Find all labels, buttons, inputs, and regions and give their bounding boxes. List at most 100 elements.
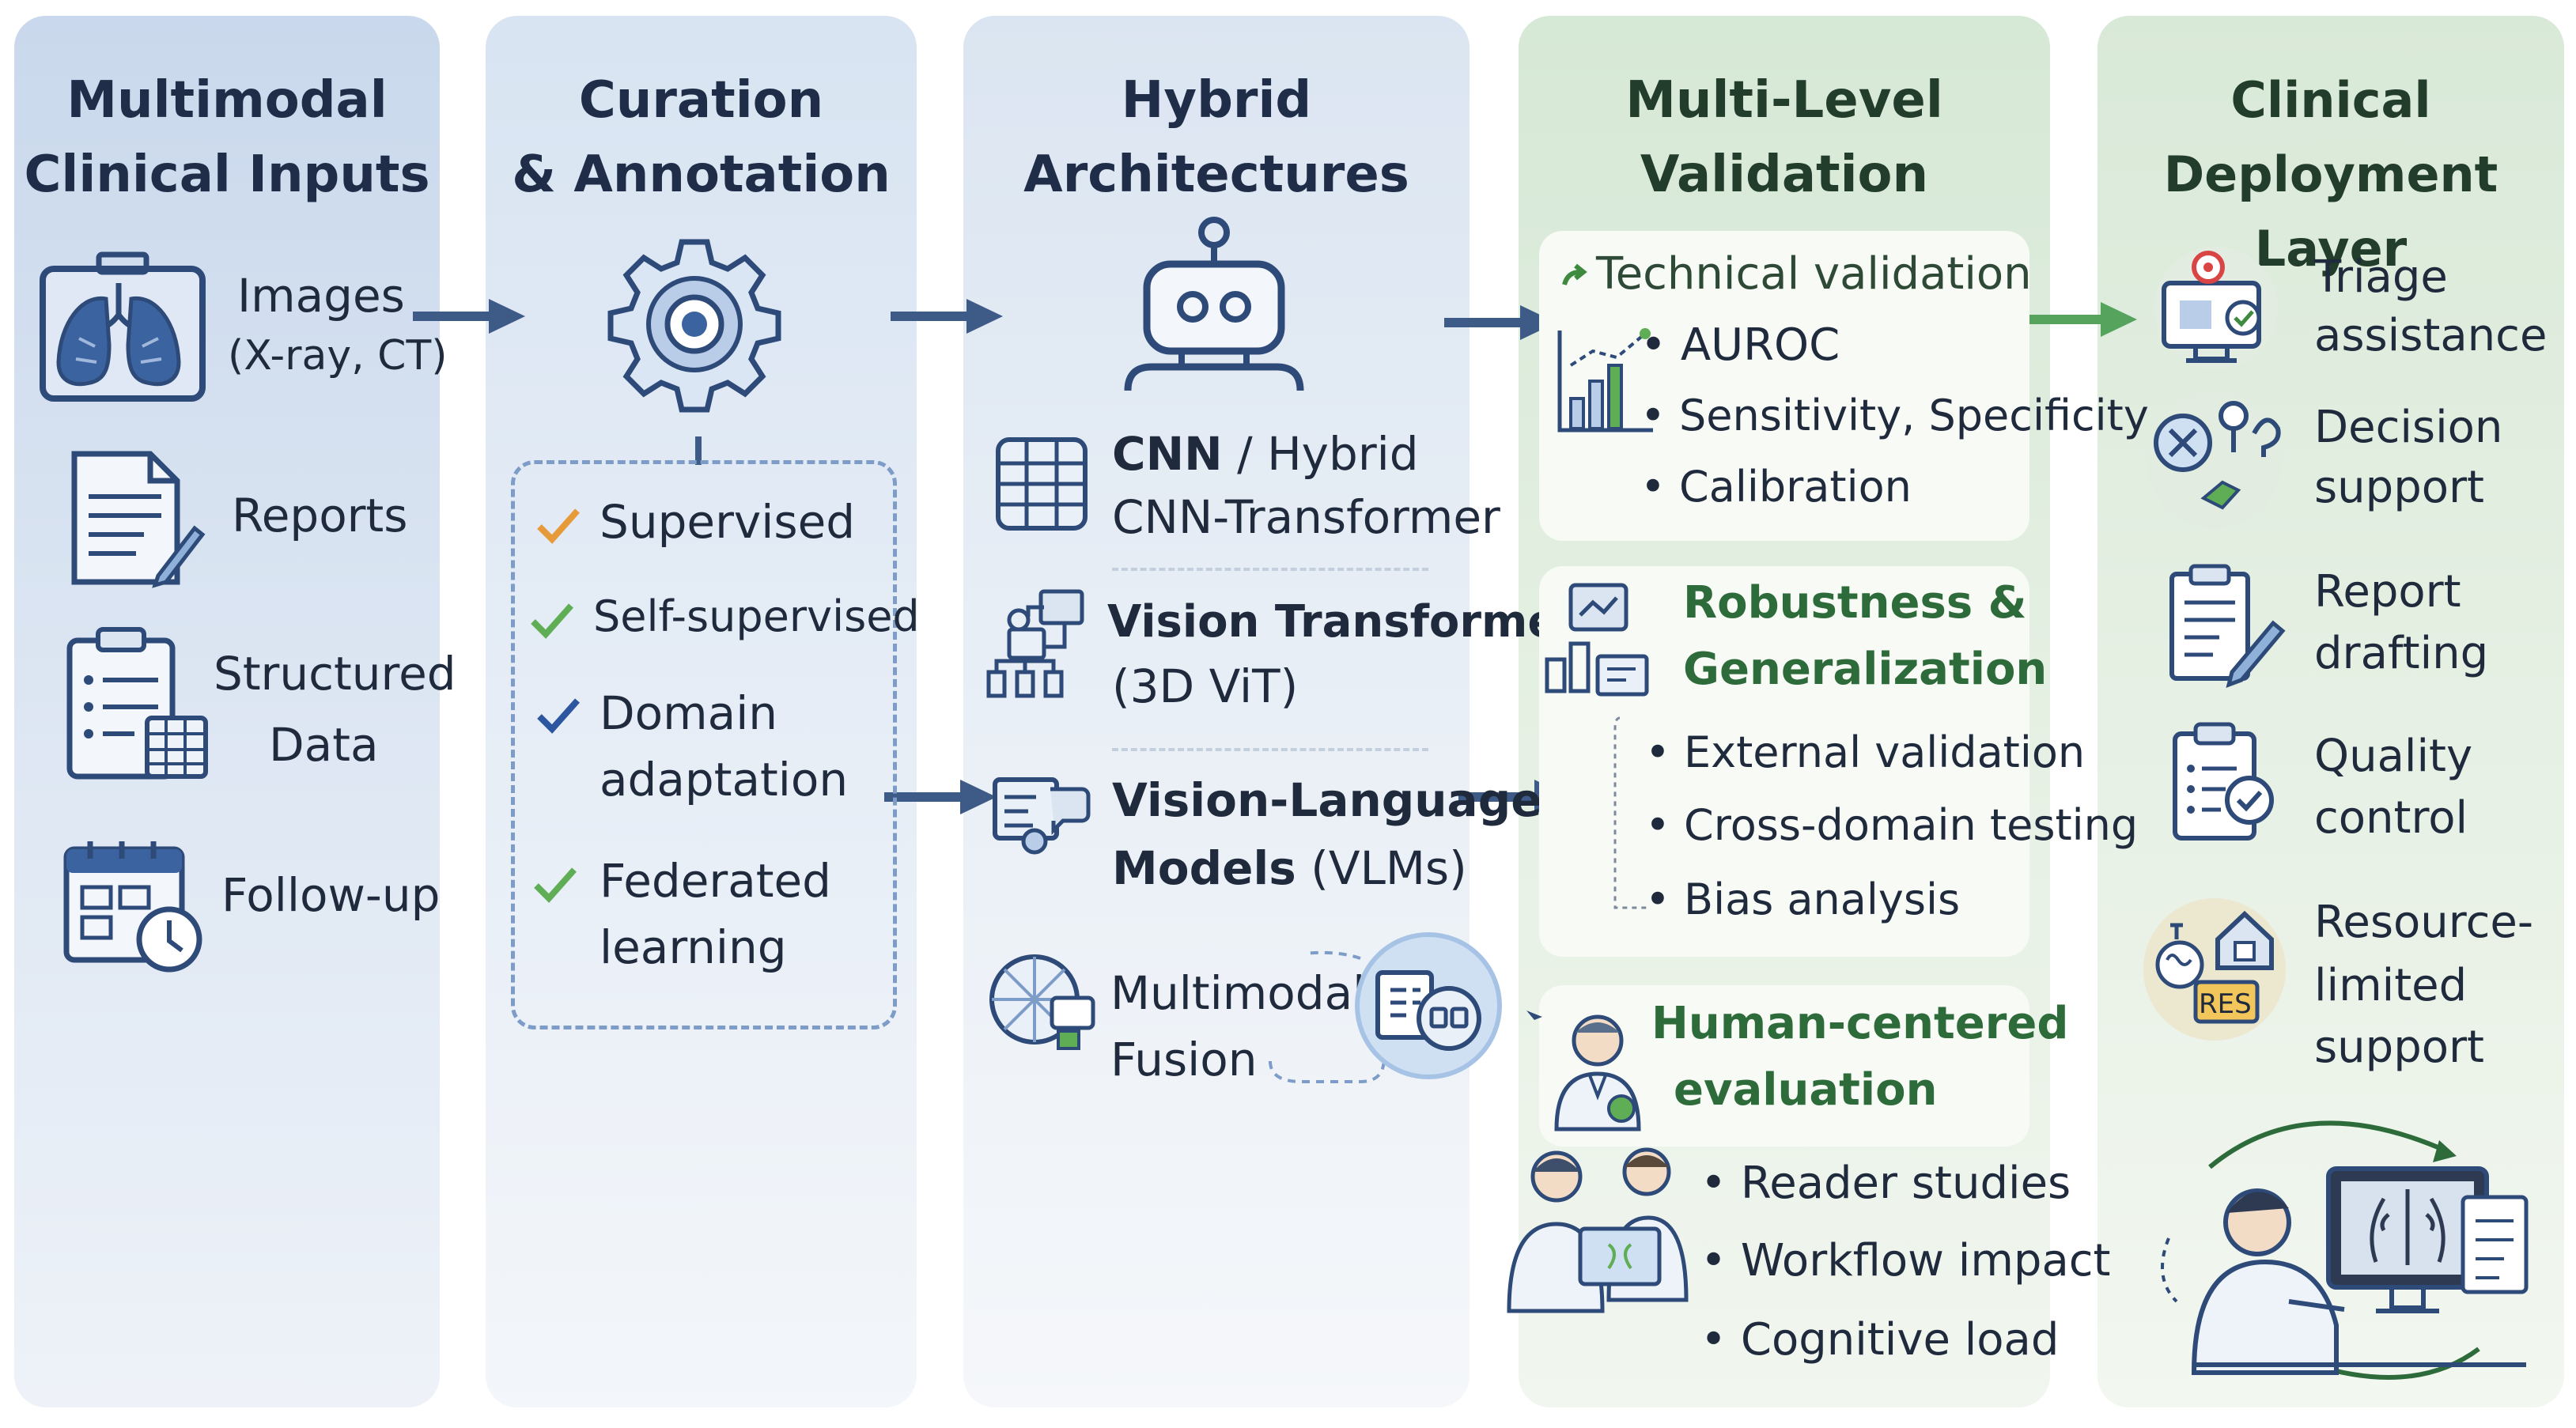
triage-monitor-icon [2154,247,2278,370]
arch-vit-line2: (3D ViT) [1112,659,1299,713]
bullet-text: Cross-domain testing [1684,800,2139,850]
arch-fusion-line1: Multimodal [1110,966,1366,1020]
deploy-report-2: drafting [2314,628,2489,679]
human-bullet-3: • Cognitive load [1700,1314,2060,1366]
method-supervised: Supervised [600,495,856,549]
column-architectures: Hybrid Architectures [963,16,1470,1407]
arrow-curation-to-architectures [891,299,1003,334]
multimodal-fusion-icon [989,954,1095,1050]
input-images-label: Images [237,269,405,323]
arch-vlm-bold: Models [1112,841,1296,895]
column-title-deployment: Clinical Deployment Layer [2097,63,2564,286]
radiologist-workstation-icon [2161,1120,2529,1380]
fusion-bubble-icon [1269,932,1502,1083]
calendar-clock-icon [63,841,202,973]
title-line: Multimodal [66,71,388,130]
clinician-icon [1554,1014,1641,1131]
input-images-sublabel: (X-ray, CT) [228,332,448,380]
column-title-architectures: Hybrid Architectures [963,63,1470,212]
check-icon-green [531,603,573,639]
human-centered-title-1: Human-centered [1651,998,2069,1049]
arch-fusion-line2: Fusion [1110,1033,1258,1086]
column-title-validation: Multi-Level Validation [1519,63,2050,212]
bullet-text: Reader studies [1740,1158,2071,1209]
vision-language-icon [993,777,1091,855]
input-reports-label: Reports [232,489,408,542]
cursor-icon [1526,1011,1542,1020]
title-line: Multi-Level [1625,71,1943,130]
arch-cnn-line2: CNN-Transformer [1112,490,1500,544]
method-domain-adaptation-1: Domain [600,686,778,740]
method-self-supervised: Self-supervised [593,591,920,641]
robustness-title-2: Generalization [1683,644,2048,695]
robot-icon [1124,217,1304,391]
method-federated-learning-2: learning [600,920,787,974]
deploy-resource-3: support [2314,1022,2485,1073]
report-drafting-icon [2169,564,2286,689]
arch-vlm-line2: Models (VLMs) [1112,841,1467,895]
title-line: Curation [578,71,824,130]
gear-connector [695,436,702,465]
bullet-text: Workflow impact [1740,1235,2111,1286]
res-badge: RES [2199,988,2252,1020]
robustness-bullet-3: • Bias analysis [1645,875,1961,924]
decision-support-icon [2147,392,2283,528]
robustness-bullet-2: • Cross-domain testing [1645,800,2139,850]
robustness-title-1: Robustness & [1683,577,2027,629]
column-title-inputs: Multimodal Clinical Inputs [14,63,440,212]
arrow-curation-to-vlm [884,780,997,814]
lungs-icon [40,251,206,402]
deploy-report-1: Report [2314,566,2461,618]
title-line: Hybrid [1121,71,1312,130]
arch-separator [1112,568,1428,571]
human-centered-title-2: evaluation [1674,1064,1938,1116]
reader-study-icon [1507,1147,1689,1313]
vision-transformer-icon [986,589,1084,698]
arch-cnn-bold: CNN [1112,427,1223,481]
input-followup-label: Follow-up [221,868,441,922]
robustness-icon [1545,583,1649,697]
human-bullet-2: • Workflow impact [1700,1235,2111,1286]
arch-cnn-rest: / Hybrid [1222,427,1419,481]
resource-limited-icon [2143,898,2286,1041]
curation-methods-box [511,460,897,1029]
bar-chart-icon [1557,328,1653,433]
title-line: Deployment Layer [2163,145,2498,278]
deploy-decision-1: Decision [2314,402,2503,453]
technical-bullet-1: • AUROC [1640,319,1840,371]
bullet-text: External validation [1684,727,2086,777]
arch-vit-line1: Vision Transformers [1107,596,1606,648]
deploy-quality-2: control [2314,792,2468,844]
technical-bullet-3: • Calibration [1640,462,1912,512]
bullet-text: AUROC [1680,319,1840,371]
technical-validation-title: Technical validation [1596,248,2032,300]
robustness-bullet-1: • External validation [1645,727,2086,777]
bullet-text: Cognitive load [1740,1314,2060,1366]
technical-bullet-2: • Sensitivity, Specificity [1640,391,2149,440]
method-federated-learning-1: Federated [600,854,832,908]
check-icon-blue [537,698,580,734]
bullet-text: Sensitivity, Specificity [1679,391,2149,440]
deploy-triage-1: Triage [2314,251,2448,303]
bullet-text: Bias analysis [1684,875,1961,924]
arrow-architectures-to-technical [1444,305,1557,340]
arch-vlm-rest: (VLMs) [1296,841,1467,895]
input-structured-label-1: Structured [214,647,456,701]
arrow-validation-to-deployment [2025,302,2137,337]
title-line: & Annotation [512,145,891,204]
database-layers-icon [996,437,1088,531]
title-line: Clinical Inputs [24,145,430,204]
title-line: Clinical [2230,71,2431,129]
arrow-inputs-to-curation [413,299,525,334]
input-structured-label-2: Data [269,718,379,772]
report-document-icon [71,451,206,588]
check-icon-green [534,867,577,903]
quality-control-icon [2173,722,2274,841]
clipboard-checklist-icon [66,627,208,780]
title-line: Architectures [1023,145,1409,204]
arch-separator [1112,748,1428,751]
arch-cnn-line1: CNN / Hybrid [1112,427,1419,481]
robustness-tree-connector [1613,716,1647,909]
bullet-text: Calibration [1679,462,1912,512]
method-domain-adaptation-2: adaptation [600,753,849,807]
